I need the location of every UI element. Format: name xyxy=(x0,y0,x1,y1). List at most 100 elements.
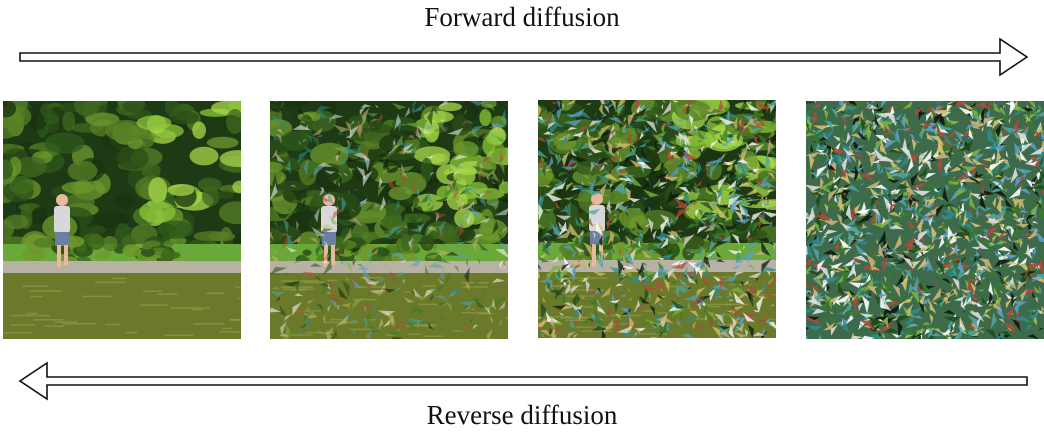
forward-arrow xyxy=(19,37,1029,77)
noise-patch xyxy=(337,132,345,135)
bush-blob xyxy=(162,240,174,248)
noise-patch xyxy=(823,149,829,155)
water-ripple xyxy=(95,281,127,284)
noise-patch xyxy=(906,235,915,249)
noise-patch xyxy=(871,249,879,261)
foliage-blob xyxy=(482,136,496,156)
noise-patch xyxy=(295,220,299,231)
noise-patch xyxy=(900,206,903,214)
noise-patch xyxy=(462,120,471,126)
noise-patch xyxy=(757,215,772,225)
noise-patch xyxy=(461,328,465,337)
noise-patch xyxy=(857,171,861,182)
noise-patch xyxy=(769,145,776,156)
noise-patch xyxy=(676,118,686,122)
noise-patch xyxy=(377,317,384,330)
noise-patch xyxy=(811,230,817,235)
noise-patch xyxy=(282,218,289,234)
noise-patch xyxy=(656,294,665,299)
noise-patch xyxy=(1010,167,1018,184)
noise-patch xyxy=(806,325,823,331)
noise-patch xyxy=(767,101,776,107)
noise-patch xyxy=(329,290,343,303)
noise-patch xyxy=(297,149,310,164)
noise-patch xyxy=(458,196,465,215)
noise-patch xyxy=(448,169,454,172)
noise-patch xyxy=(845,131,851,145)
noise-patch xyxy=(747,179,761,190)
noise-patch xyxy=(574,219,592,227)
noise-patch xyxy=(876,102,879,108)
noise-patch xyxy=(270,149,278,160)
noise-patch xyxy=(716,250,722,258)
noise-patch xyxy=(993,104,999,106)
noise-patch xyxy=(936,122,949,130)
noise-patch xyxy=(392,236,397,240)
noise-patch xyxy=(881,255,888,272)
foliage-blob xyxy=(453,140,479,158)
noise-patch xyxy=(934,111,944,126)
noise-patch xyxy=(997,246,1013,252)
noise-patch xyxy=(749,337,757,338)
noise-patch xyxy=(911,152,918,163)
noise-patch xyxy=(571,148,577,157)
noise-patch xyxy=(427,155,434,159)
noise-patch xyxy=(595,100,598,104)
noise-patch xyxy=(606,306,611,319)
noise-patch xyxy=(806,108,815,117)
noise-patch xyxy=(559,312,565,316)
noise-patch xyxy=(757,237,775,246)
foliage-blob xyxy=(157,220,194,239)
noise-patch xyxy=(544,185,556,197)
noise-patch xyxy=(538,318,546,327)
noise-patch xyxy=(355,144,361,147)
foliage-blob xyxy=(4,214,29,230)
foliage-blob xyxy=(218,201,241,225)
noise-patch xyxy=(927,184,942,189)
noise-patch xyxy=(850,133,863,139)
noise-patch xyxy=(830,217,832,223)
foliage-blob xyxy=(622,165,652,178)
bush-blob xyxy=(122,244,141,258)
noise-patch xyxy=(993,179,1006,187)
noise-patch xyxy=(623,314,630,322)
noise-patch xyxy=(1012,117,1020,136)
water-ripple xyxy=(11,314,51,317)
noise-patch xyxy=(770,249,776,253)
noise-patch xyxy=(988,281,994,296)
noise-patch xyxy=(738,136,745,140)
noise-patch xyxy=(858,240,869,245)
noise-patch xyxy=(902,101,913,110)
noise-patch xyxy=(709,119,724,125)
noise-patch xyxy=(464,123,467,129)
noise-patch xyxy=(878,332,881,337)
noise-patch xyxy=(696,167,699,174)
noise-patch xyxy=(697,244,706,249)
water-ripple xyxy=(407,333,421,336)
noise-patch xyxy=(449,150,454,153)
noise-patch xyxy=(947,146,953,160)
noise-patch xyxy=(681,333,693,338)
noise-patch xyxy=(955,171,968,182)
shore-path xyxy=(3,261,241,275)
noise-patch xyxy=(570,154,588,163)
noise-patch xyxy=(430,284,445,292)
noise-patch xyxy=(655,292,663,295)
noise-patch xyxy=(859,320,875,331)
noise-patch xyxy=(735,252,741,264)
noise-patch xyxy=(1017,281,1023,286)
noise-patch xyxy=(811,308,827,315)
noise-patch xyxy=(815,192,822,209)
noise-patch xyxy=(905,323,919,329)
forward-arrow-shape xyxy=(19,37,1029,77)
noise-patch xyxy=(1016,281,1028,291)
noise-patch xyxy=(587,126,598,132)
noise-patch xyxy=(811,246,819,262)
noise-patch xyxy=(913,315,924,320)
noise-patch xyxy=(841,317,845,327)
noise-patch xyxy=(601,329,606,338)
noise-patch xyxy=(893,234,902,252)
noise-patch xyxy=(815,129,824,135)
noise-patch xyxy=(861,252,869,257)
noise-patch xyxy=(615,161,620,176)
